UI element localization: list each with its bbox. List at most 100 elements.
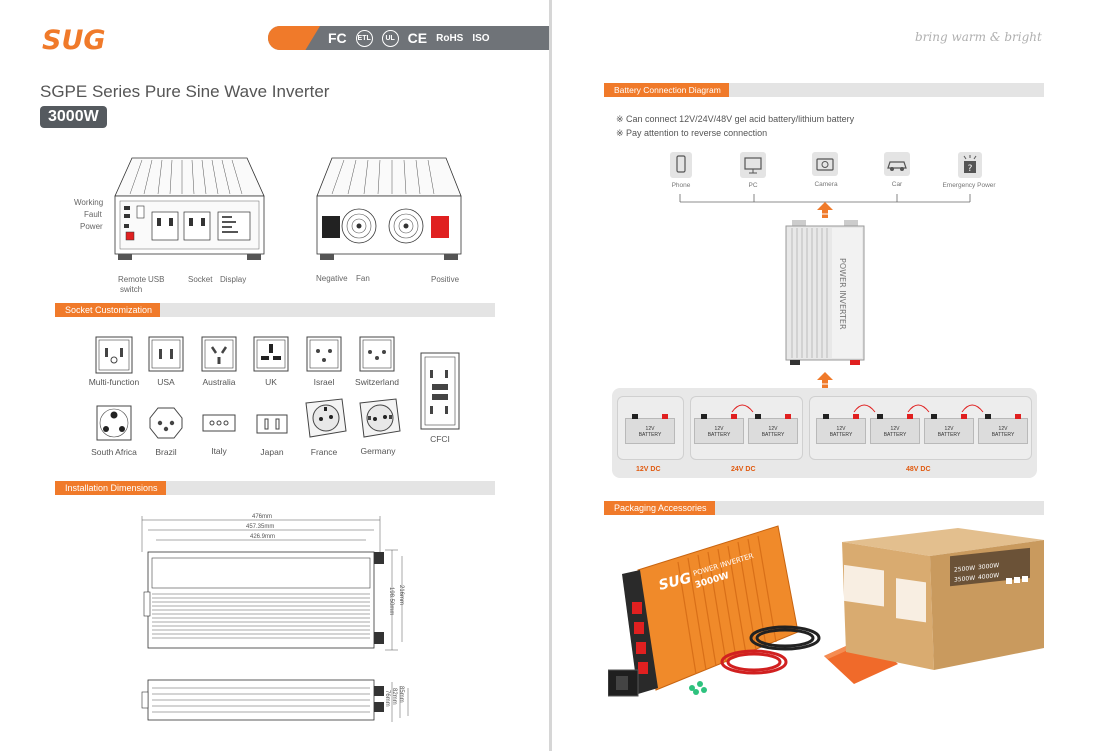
power-badge: 3000W	[40, 106, 107, 128]
dim-length-total: 476mm	[252, 514, 273, 520]
cfci-socket-icon	[420, 352, 460, 430]
socket-label-south-africa: South Africa	[91, 447, 137, 457]
japan-socket-icon	[256, 414, 288, 434]
dim-height-total: 216mm	[398, 585, 404, 606]
negative-label: Negative	[316, 274, 348, 283]
dc-label-48v: 48V DC	[906, 466, 931, 473]
pc-icon	[740, 152, 766, 178]
packaging-section-header: Packaging Accessories	[604, 501, 1044, 515]
positive-label: Positive	[431, 275, 460, 284]
svg-text:3500W: 3500W	[954, 575, 975, 584]
usa-socket-icon	[148, 336, 184, 372]
france-socket-icon	[305, 398, 347, 438]
inverter-front-drawing	[114, 157, 265, 260]
dc-label-12v: 12V DC	[636, 466, 661, 473]
socket-label-cfci: CFCI	[430, 434, 450, 444]
battery-series-wires	[731, 404, 984, 413]
dc-label-24v: 24V DC	[731, 466, 756, 473]
socket-section-header: Socket Customization	[55, 303, 495, 317]
camera-icon	[812, 152, 838, 176]
socket-label-italy: Italy	[211, 446, 227, 456]
power-label: Power	[80, 222, 103, 231]
italy-socket-icon	[202, 414, 236, 432]
brand-logo: SUG	[42, 25, 106, 54]
israel-socket-icon	[306, 336, 342, 372]
installation-section-header: Installation Dimensions	[55, 481, 495, 495]
inverter-photo: SUG POWER INVERTER 3000W	[608, 525, 799, 697]
page-divider	[549, 0, 552, 751]
multi-function-socket-icon	[95, 336, 133, 374]
svg-text:POWER INVERTER: POWER INVERTER	[838, 258, 847, 330]
fc-cert-icon: FC	[328, 30, 347, 46]
arrow-up-icon	[817, 202, 833, 218]
svg-text:SUG: SUG	[657, 570, 693, 593]
ce-cert-icon: CE	[407, 30, 428, 46]
inverter-top-view: POWER INVERTER	[785, 220, 865, 365]
emergency-power-icon: ?	[958, 152, 982, 178]
dim-height-inner: 198.50mm	[388, 587, 394, 616]
battery-note-2: ※ Pay attention to reverse connection	[616, 128, 768, 138]
socket-label-switzerland: Switzerland	[355, 377, 399, 387]
socket-label-australia: Australia	[202, 377, 236, 387]
socket-label-usa: USA	[157, 377, 175, 387]
car-icon	[884, 152, 910, 176]
socket-label-uk: UK	[265, 377, 277, 387]
arrow-up-icon-2	[817, 372, 833, 388]
device-label-pc: PC	[748, 182, 758, 189]
socket-label-brazil: Brazil	[155, 447, 177, 457]
battery-note-1: ※ Can connect 12V/24V/48V gel acid batte…	[616, 114, 855, 124]
inverter-rear-drawing	[316, 157, 462, 260]
usb-label: USB	[148, 275, 165, 284]
uk-socket-icon	[253, 336, 289, 372]
socket-label-france: France	[310, 447, 338, 457]
south-africa-socket-icon	[96, 405, 132, 441]
svg-text:2500W: 2500W	[954, 565, 975, 574]
fault-label: Fault	[84, 210, 102, 219]
device-label-emergency-power: Emergency Power	[942, 182, 996, 189]
device-label-car: Car	[891, 181, 903, 188]
device-label-phone: Phone	[671, 182, 691, 189]
display-label: Display	[220, 275, 247, 284]
rohs-cert-icon: RoHS	[436, 32, 464, 44]
socket-label: Socket	[188, 275, 213, 284]
dim-thickness-2: 82mm	[391, 688, 397, 705]
dim-thickness-3: 76mm	[384, 690, 390, 707]
dimension-drawing	[141, 516, 409, 722]
device-label-camera: Camera	[814, 181, 838, 188]
socket-label-israel: Israel	[313, 377, 335, 387]
left-page: SUG FC ETL UL CE RoHS ISO SGPE Series Pu…	[0, 0, 549, 751]
australia-socket-icon	[201, 336, 237, 372]
socket-label-multi-function: Multi-function	[88, 377, 140, 387]
fan-label: Fan	[356, 274, 370, 283]
ul-cert-icon: UL	[381, 29, 399, 47]
tagline: bring warm & bright	[915, 30, 1042, 44]
packaging-box-photo: 2500W 3000W 3500W 4000W	[842, 528, 1044, 670]
dim-length-inner: 426.9mm	[250, 534, 276, 540]
working-label: Working	[74, 198, 104, 207]
certification-bar: FC ETL UL CE RoHS ISO	[268, 26, 549, 50]
battery-cables-photo	[720, 625, 821, 675]
dim-thickness-1: 85mm	[398, 686, 404, 703]
battery-section-header: Battery Connection Diagram	[604, 83, 1044, 97]
page-title: SGPE Series Pure Sine Wave Inverter	[40, 82, 330, 101]
remote-label: Remote	[118, 275, 147, 284]
germany-socket-icon	[359, 398, 401, 438]
etl-cert-icon: ETL	[355, 29, 373, 47]
socket-label-germany: Germany	[360, 446, 396, 456]
socket-label-japan: Japan	[260, 447, 284, 457]
switzerland-socket-icon	[359, 336, 395, 372]
svg-text:3000W: 3000W	[978, 562, 999, 571]
svg-text:4000W: 4000W	[978, 572, 999, 581]
switch-label: switch	[120, 285, 143, 294]
dim-length-body: 457.35mm	[246, 524, 275, 530]
brazil-socket-icon	[149, 407, 183, 439]
iso-cert-icon: ISO	[472, 32, 490, 44]
phone-icon	[670, 152, 692, 178]
